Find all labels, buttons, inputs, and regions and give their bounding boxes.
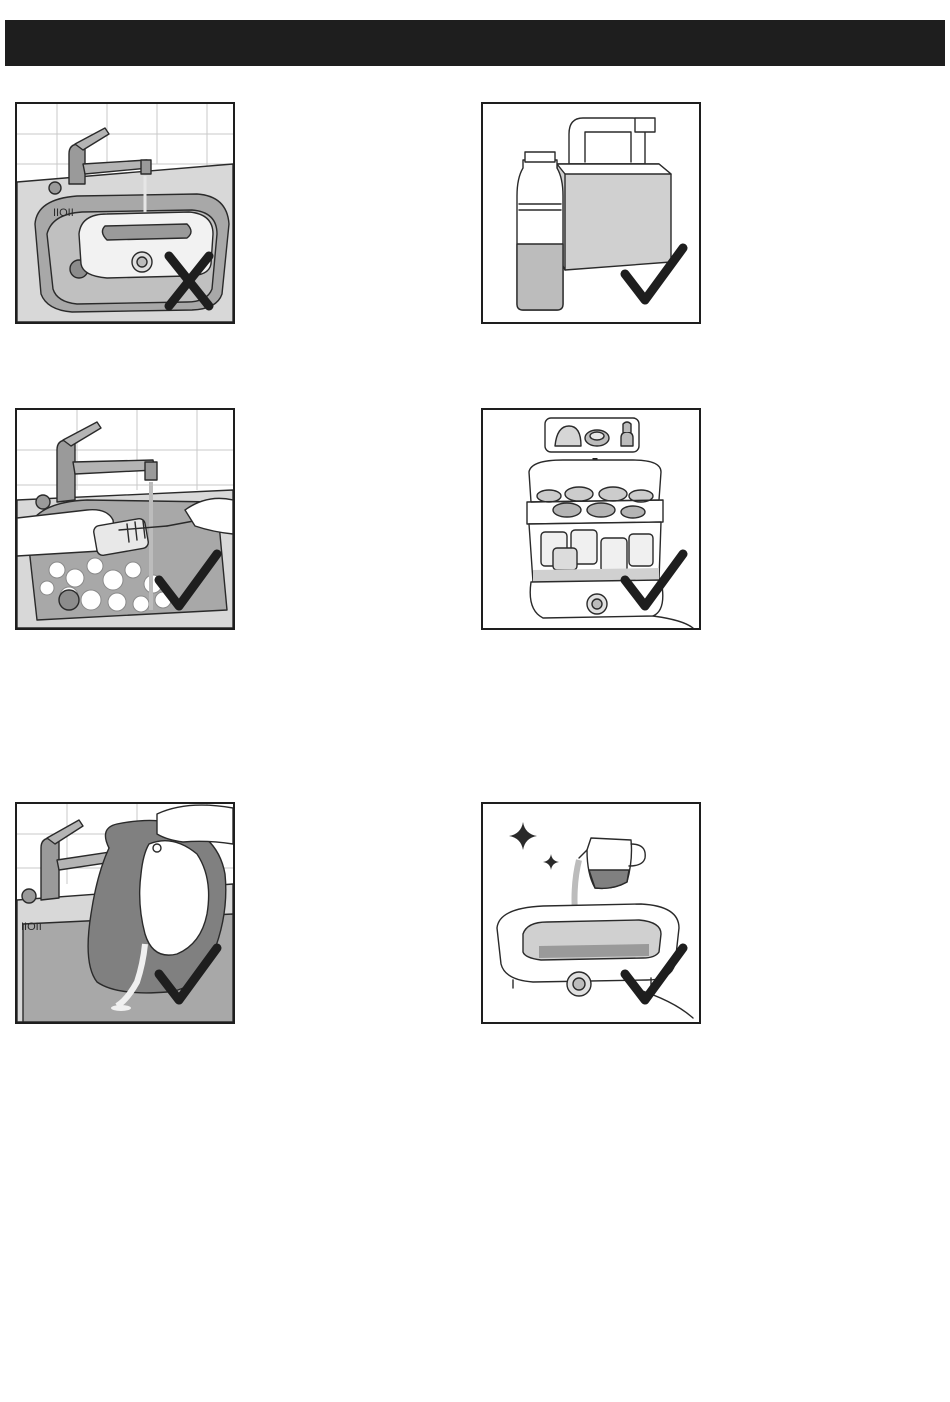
- check-icon: [483, 104, 699, 322]
- illustration-pour-water-correct: [481, 802, 701, 1024]
- check-icon: [17, 804, 233, 1022]
- illustration-load-steamer-correct: [481, 408, 701, 630]
- illustration-rinse-lid-correct: IIOII: [15, 802, 235, 1024]
- cross-icon: [17, 104, 233, 322]
- illustration-brush-bottle-correct: [15, 408, 235, 630]
- illustration-rinse-base-incorrect: IIOII: [15, 102, 235, 324]
- header-bar: [5, 20, 945, 66]
- check-icon: [17, 410, 233, 628]
- check-icon: [483, 410, 699, 628]
- check-icon: [483, 804, 699, 1022]
- illustration-water-containers-correct: [481, 102, 701, 324]
